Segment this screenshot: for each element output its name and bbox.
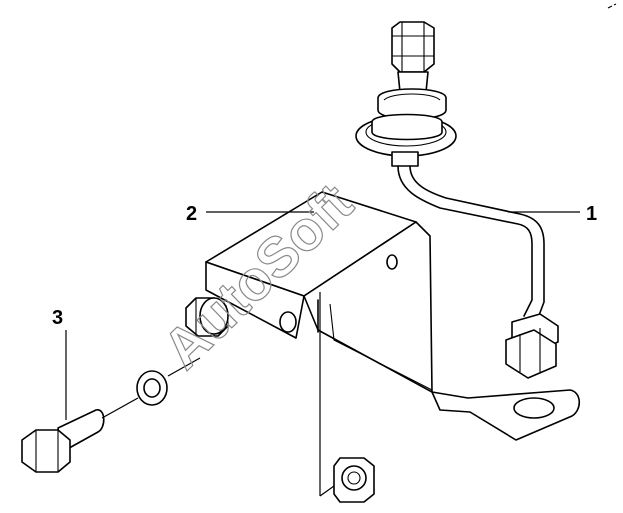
bracket: [205, 191, 581, 441]
callout-3: 3: [52, 307, 63, 329]
axis-line-tail: [319, 485, 335, 497]
callout-2: 2: [186, 203, 197, 225]
pipe-assembly: [355, 21, 559, 379]
axis-line-bolt: [101, 357, 201, 419]
bracket-nut: [185, 297, 229, 337]
hex-nut: [333, 457, 375, 503]
callout-1: 1: [586, 203, 597, 225]
lock-washer: [136, 370, 168, 406]
bolt: [21, 409, 105, 473]
corner-mark: [607, 3, 617, 9]
